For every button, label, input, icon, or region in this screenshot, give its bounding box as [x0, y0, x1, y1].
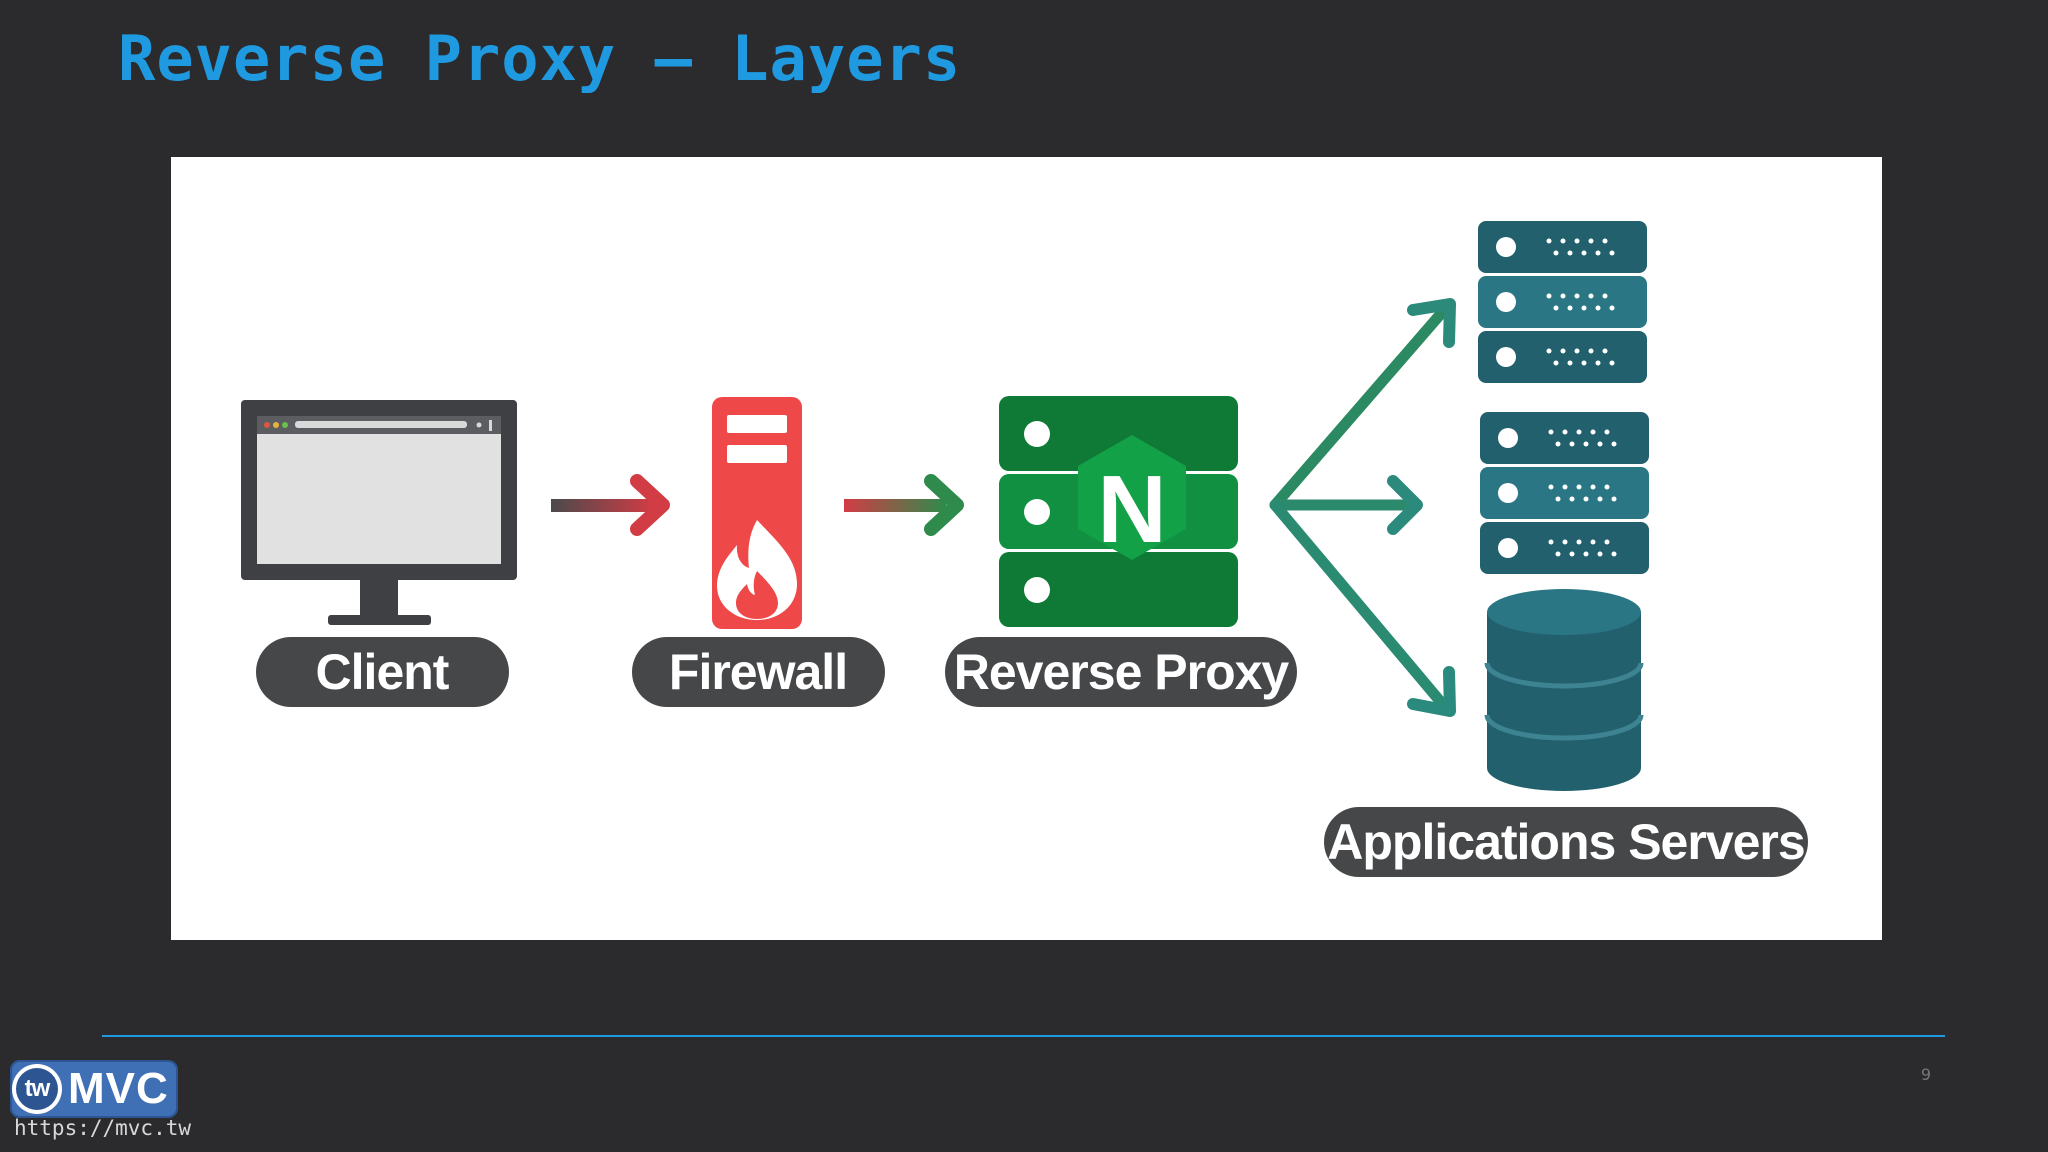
svg-text:Client: Client	[316, 644, 450, 700]
app-server-stack-icon	[1480, 412, 1649, 574]
arrow-client-to-firewall	[551, 474, 670, 536]
logo-text: MVC	[68, 1064, 169, 1113]
app-server-stack-icon	[1478, 221, 1647, 383]
svg-text:Reverse Proxy: Reverse Proxy	[954, 644, 1290, 700]
arrow-firewall-to-proxy	[844, 474, 964, 536]
firewall-icon	[712, 397, 802, 629]
footer-divider	[102, 1035, 1945, 1037]
client-label: Client	[256, 637, 509, 707]
reverse-proxy-icon: N	[999, 396, 1238, 627]
page-number: 9	[1920, 1065, 1931, 1084]
svg-text:Firewall: Firewall	[669, 644, 847, 700]
firewall-label: Firewall	[632, 637, 885, 707]
database-icon	[1484, 589, 1644, 791]
mvc-logo: tw MVC	[10, 1060, 178, 1118]
app-servers-label: Applications Servers	[1324, 807, 1808, 877]
site-url[interactable]: https://mvc.tw	[14, 1116, 192, 1140]
logo-badge: tw	[12, 1064, 62, 1114]
logo-badge-text: tw	[16, 1068, 58, 1110]
client-monitor-icon	[241, 400, 517, 625]
reverse-proxy-label: Reverse Proxy	[945, 637, 1297, 707]
svg-text:Applications Servers: Applications Servers	[1327, 814, 1804, 870]
slide-title: Reverse Proxy – Layers	[118, 22, 962, 95]
reverse-proxy-diagram: Client Firewall	[241, 221, 1808, 877]
arrows-proxy-to-app-servers	[1269, 298, 1456, 717]
diagram-panel: Client Firewall	[171, 157, 1882, 940]
nginx-logo-letter: N	[1097, 456, 1166, 563]
